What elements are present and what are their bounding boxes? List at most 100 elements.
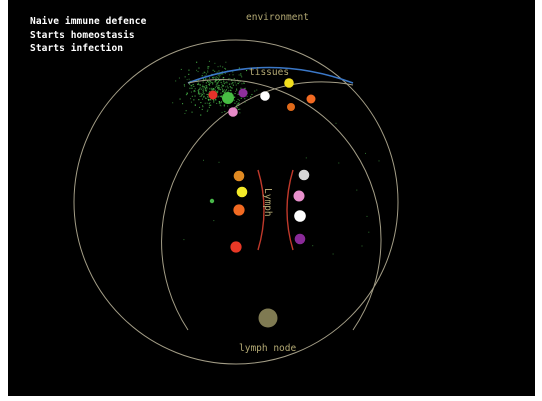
pathogen-particle	[208, 83, 210, 85]
pathogen-particle	[236, 101, 238, 103]
pathogen-particle	[227, 87, 229, 89]
pathogen-particle	[217, 76, 219, 78]
pathogen-particle	[196, 69, 198, 71]
pathogen-particle	[238, 105, 240, 107]
pathogen-particle	[207, 96, 209, 98]
pathogen-particle	[227, 78, 229, 80]
pathogen-particle	[202, 81, 204, 83]
pathogen-particle	[214, 70, 216, 72]
pathogen-particle	[218, 81, 220, 83]
tissue-cell-yellow[interactable]	[284, 78, 294, 88]
pathogen-particle	[235, 84, 237, 86]
simulation-viewport[interactable]: environment tissues Lymph lymph node	[8, 0, 535, 396]
pathogen-particle	[254, 90, 256, 92]
pathogen-particle	[218, 161, 220, 163]
pathogen-particle	[236, 89, 238, 91]
lymph-cell-orange[interactable]	[233, 170, 245, 182]
body-diagram: environment tissues Lymph lymph node	[73, 12, 399, 365]
pathogen-particle	[191, 87, 193, 89]
pathogen-particle	[198, 90, 200, 92]
tissue-cell-orange[interactable]	[287, 103, 295, 111]
pathogen-particle	[208, 66, 210, 68]
pathogen-particle	[206, 85, 208, 87]
pathogen-particle	[225, 89, 227, 91]
pathogen-particle	[219, 79, 221, 81]
pathogen-particle	[205, 88, 207, 90]
pathogen-particle	[219, 89, 221, 91]
pathogen-particle	[198, 93, 200, 95]
pathogen-particle	[209, 102, 211, 104]
pathogen-particle	[216, 79, 218, 81]
pathogen-particle	[194, 90, 196, 92]
pathogen-particle	[212, 69, 214, 71]
tissue-cell-pink[interactable]	[228, 107, 238, 117]
lymph-node-cell[interactable]	[258, 308, 278, 328]
pathogen-particle	[213, 76, 215, 78]
pathogen-particle	[204, 75, 206, 77]
pathogen-particle	[217, 66, 219, 68]
pathogen-particle	[204, 87, 206, 89]
tissue-edge	[187, 66, 354, 84]
pathogen-particle	[244, 98, 246, 100]
pathogen-particle	[190, 101, 192, 103]
tissue-cell-white[interactable]	[260, 91, 270, 101]
pathogen-particle	[224, 72, 226, 74]
pathogen-particle	[246, 70, 248, 72]
pathogen-particle	[366, 215, 368, 217]
pathogen-particle	[378, 160, 380, 162]
pathogen-particle	[199, 85, 201, 87]
pathogen-particle	[361, 245, 363, 247]
pathogen-particle	[213, 99, 215, 101]
tissue-cell-green[interactable]	[222, 92, 234, 104]
pathogen-particle	[237, 98, 239, 100]
lymph-cell-pink[interactable]	[293, 190, 305, 202]
pathogen-particle	[196, 61, 198, 63]
pathogen-particle	[225, 90, 227, 92]
pathogen-particle	[237, 103, 239, 105]
lymph-cell-orange-red[interactable]	[233, 204, 245, 216]
lymph-cell-gray[interactable]	[298, 169, 310, 181]
pathogen-particle	[238, 74, 240, 76]
lymph-cell-yellow[interactable]	[236, 186, 248, 198]
pathogen-particle	[205, 97, 207, 99]
lymph-cell-violet[interactable]	[294, 233, 306, 245]
tissue-cell-group	[208, 78, 316, 117]
pathogen-particle	[237, 108, 239, 110]
pathogen-particle	[217, 77, 219, 79]
lymph-cell-red[interactable]	[230, 241, 242, 253]
pathogen-particle	[244, 87, 246, 89]
pathogen-particle	[220, 102, 222, 104]
pathogen-particle	[202, 78, 204, 80]
tissue-cell-red[interactable]	[208, 90, 218, 100]
pathogen-particle	[227, 91, 229, 93]
tissue-cell-orange-red[interactable]	[306, 94, 316, 104]
pathogen-particle	[205, 82, 207, 84]
pathogen-particle	[199, 88, 201, 90]
tissue-cell-purple[interactable]	[238, 88, 248, 98]
pathogen-particle	[209, 98, 211, 100]
pathogen-particle	[209, 84, 211, 86]
pathogen-particle	[222, 66, 224, 68]
pathogen-particle	[208, 60, 210, 62]
pathogen-particle	[218, 79, 220, 81]
pathogen-particle	[228, 89, 230, 91]
lymph-cell-white[interactable]	[294, 210, 306, 222]
pathogen-particle	[312, 245, 314, 247]
pathogen-particle	[202, 90, 204, 92]
pathogen-particle	[207, 80, 209, 82]
pathogen-particle	[210, 104, 212, 106]
pathogen-particle	[198, 82, 200, 84]
pathogen-particle	[218, 70, 220, 72]
pathogen-particle	[211, 81, 213, 83]
pathogen-particle	[223, 85, 225, 87]
pathogen-particle	[198, 92, 200, 94]
pathogen-particle	[195, 80, 197, 82]
pathogen-particle	[232, 82, 234, 84]
pathogen-particle	[239, 112, 241, 114]
pathogen-particle	[215, 84, 217, 86]
pathogen-particle	[231, 87, 233, 89]
pathogen-particle	[184, 113, 186, 114]
pathogen-particle	[221, 87, 223, 89]
pathogen-particle	[218, 86, 220, 88]
pathogen-particle	[246, 95, 248, 97]
